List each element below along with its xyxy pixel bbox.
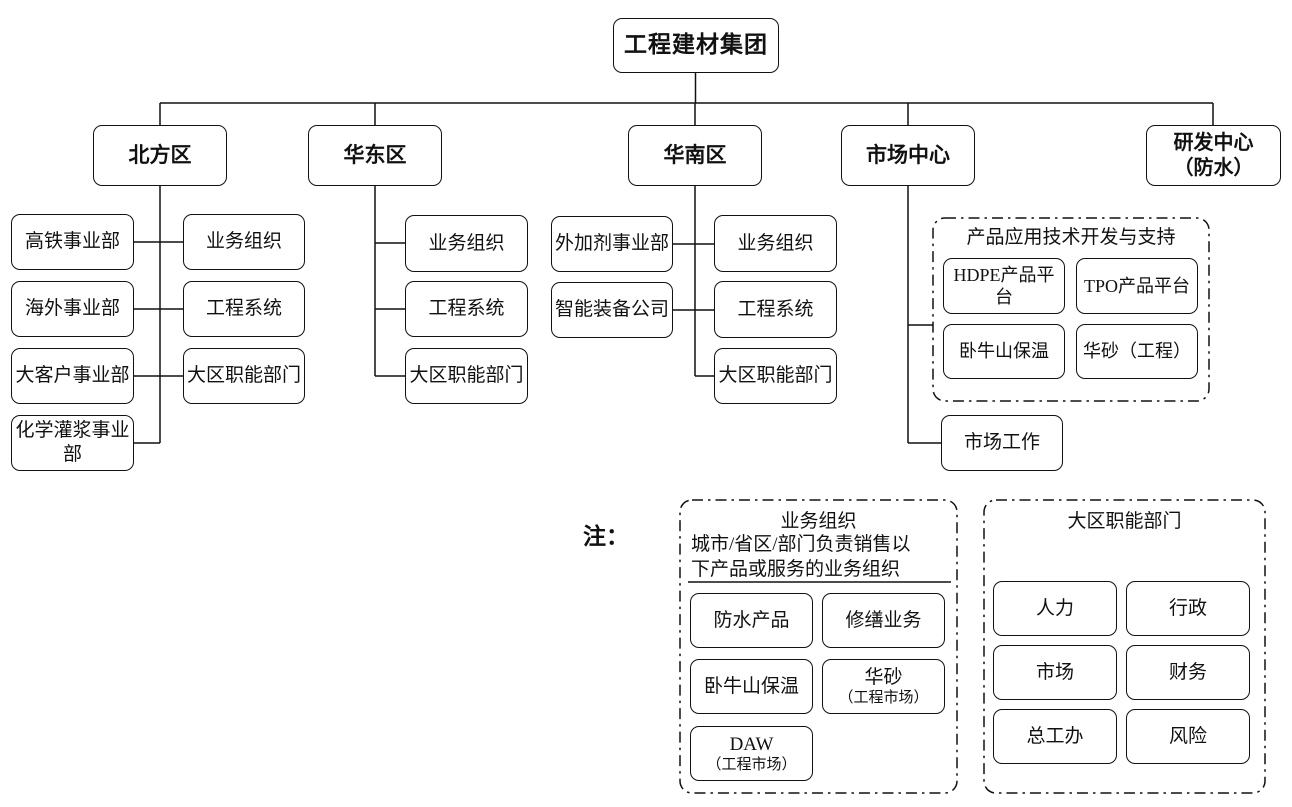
south-right-node-business-org: 业务组织: [714, 215, 837, 272]
east-node-engineering-system: 工程系统: [405, 281, 528, 337]
huasha-line1: 华砂: [864, 666, 903, 688]
market-node-tpo-platform: TPO产品平台: [1076, 258, 1198, 314]
market-node-market-work: 市场工作: [941, 415, 1063, 471]
regional-dept-node-market: 市场: [993, 645, 1117, 700]
business-org-node-repair-business: 修缮业务: [822, 593, 945, 648]
south-left-node-smart-equipment: 智能装备公司: [551, 282, 673, 338]
business-org-note-subtitle-line2: 下产品或服务的业务组织: [691, 558, 901, 580]
business-org-note-subtitle-line1: 城市/省区/部门负责销售以: [691, 534, 911, 555]
market-node-huasha-engineering: 华砂（工程）: [1076, 324, 1198, 379]
huasha-line2: （工程市场）: [838, 690, 929, 707]
south-right-node-engineering-system: 工程系统: [714, 281, 837, 338]
regional-depts-note-title: 大区职能部门: [1067, 511, 1182, 532]
east-node-regional-depts: 大区职能部门: [405, 348, 528, 404]
north-left-node-chemical-grouting: 化学灌浆事业部: [11, 415, 134, 471]
market-node-hdpe-platform: HDPE产品平台: [943, 258, 1065, 314]
business-org-node-waterproof-products: 防水产品: [690, 593, 813, 648]
note-label: 注：: [583, 524, 629, 549]
market-group-title: 产品应用技术开发与支持: [966, 227, 1176, 248]
south-left-node-admixture: 外加剂事业部: [551, 216, 673, 272]
daw-line1: DAW: [729, 733, 774, 755]
rnd-center-line2: （防水）: [1173, 156, 1254, 179]
regional-dept-node-admin: 行政: [1126, 581, 1250, 636]
region-rnd-center: 研发中心 （防水）: [1146, 125, 1281, 186]
north-right-node-engineering-system: 工程系统: [183, 281, 305, 337]
market-node-woniushan-insulation: 卧牛山保温: [943, 324, 1065, 379]
north-right-node-business-org: 业务组织: [183, 214, 305, 270]
regional-dept-node-risk: 风险: [1126, 709, 1250, 764]
rnd-center-line1: 研发中心: [1173, 131, 1254, 154]
business-org-note-subtitle: 城市/省区/部门负责销售以 下产品或服务的业务组织: [691, 533, 951, 582]
business-org-note-frame: [679, 499, 958, 794]
business-org-node-woniushan-insulation: 卧牛山保温: [690, 659, 813, 714]
region-north: 北方区: [93, 125, 227, 186]
region-market-center: 市场中心: [841, 125, 975, 186]
regional-dept-node-hr: 人力: [993, 581, 1117, 636]
daw-line2: （工程市场）: [706, 757, 797, 774]
business-org-node-huasha-engineering-market: 华砂 （工程市场）: [822, 659, 945, 714]
region-east: 华东区: [308, 125, 442, 186]
market-group-frame: [932, 217, 1210, 402]
regional-dept-node-chief-engineer-office: 总工办: [993, 709, 1117, 764]
region-south: 华南区: [628, 125, 762, 186]
east-node-business-org: 业务组织: [405, 215, 528, 272]
north-right-node-regional-depts: 大区职能部门: [183, 348, 305, 404]
north-left-node-overseas: 海外事业部: [11, 281, 134, 337]
root-node-group: 工程建材集团: [613, 18, 779, 73]
business-org-node-daw-engineering-market: DAW （工程市场）: [690, 726, 813, 781]
north-left-node-key-accounts: 大客户事业部: [11, 348, 134, 404]
regional-depts-note-frame: [983, 499, 1266, 794]
south-right-node-regional-depts: 大区职能部门: [714, 348, 837, 404]
regional-dept-node-finance: 财务: [1126, 645, 1250, 700]
north-left-node-highspeed-rail: 高铁事业部: [11, 214, 134, 270]
business-org-note-title: 业务组织: [780, 511, 857, 532]
